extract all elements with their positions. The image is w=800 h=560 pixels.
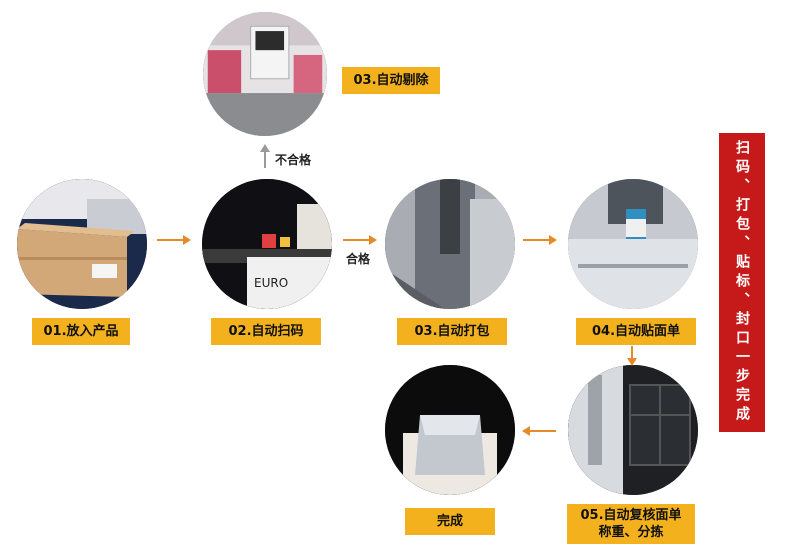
step-label-05-line2: 称重、分拣: [598, 525, 664, 540]
photo-auto-reject: [203, 12, 327, 136]
step-label-reject: 03.自动剔除: [342, 67, 440, 94]
photo-auto-scan: EURO: [202, 179, 332, 309]
photo-done: [385, 365, 515, 495]
arrow-02-to-03: [343, 235, 377, 245]
step-label-05: 05.自动复核面单 称重、分拣: [567, 504, 695, 544]
arrow-01-to-02: [157, 235, 191, 245]
pass-annotation: 合格: [346, 252, 371, 266]
arrow-05-to-done: [522, 426, 556, 436]
step-label-03: 03.自动打包: [397, 318, 507, 345]
photo-auto-label: [568, 179, 698, 309]
photo-verify-weigh-sort: [568, 365, 698, 495]
step-label-01: 01.放入产品: [32, 318, 130, 345]
svg-text:EURO: EURO: [254, 276, 288, 290]
summary-text: 扫码、打包、贴标、封口一步完成: [734, 140, 750, 425]
summary-box: 扫码、打包、贴标、封口一步完成: [719, 133, 765, 432]
arrow-03-to-04: [523, 235, 557, 245]
arrow-04-to-05: [627, 346, 637, 366]
step-label-04: 04.自动贴面单: [576, 318, 696, 345]
photo-auto-pack: [385, 179, 515, 309]
step-label-02: 02.自动扫码: [211, 318, 321, 345]
step-label-done: 完成: [405, 508, 495, 535]
arrow-02-to-reject: [260, 144, 270, 168]
reject-annotation: 不合格: [275, 153, 312, 167]
step-label-05-line1: 05.自动复核面单: [580, 508, 682, 523]
photo-place-product: [17, 179, 147, 309]
